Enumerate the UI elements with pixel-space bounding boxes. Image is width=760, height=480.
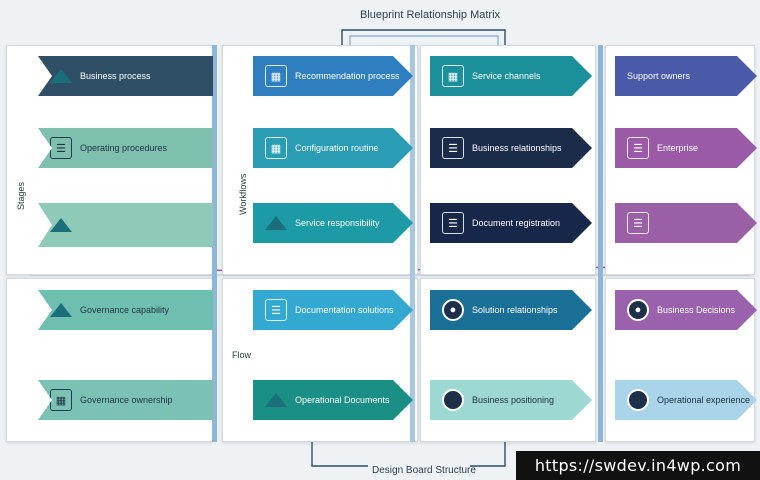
- diamond-icon: [50, 303, 72, 317]
- arrow-c2-r2: ▦ Configuration routine: [253, 128, 413, 168]
- document-icon: ☰: [627, 212, 649, 234]
- document-icon: ☰: [442, 212, 464, 234]
- diamond-icon: [50, 69, 72, 83]
- arrow-c3-r4: ● Solution relationships: [430, 290, 592, 330]
- person-icon: ●: [442, 299, 464, 321]
- arrow-c2-r5: Operational Documents: [253, 380, 413, 420]
- diamond-icon: [265, 393, 287, 407]
- arrow-c4-r1: Support owners: [615, 56, 757, 96]
- arrow-c3-r5: ● Business positioning: [430, 380, 592, 420]
- document-icon: ☰: [442, 137, 464, 159]
- rail-right: [598, 45, 603, 442]
- arrow-label: Service responsibility: [295, 218, 380, 228]
- arrow-label: Solution relationships: [472, 305, 558, 315]
- arrow-label: Governance ownership: [80, 395, 173, 405]
- arrow-c2-r3: Service responsibility: [253, 203, 413, 243]
- column-2-note: Flow: [232, 350, 252, 360]
- rail-left: [212, 45, 217, 442]
- arrow-label: Enterprise: [657, 143, 699, 153]
- arrow-label: Governance capability: [80, 305, 170, 315]
- arrow-label: Service channels: [472, 71, 541, 81]
- arrow-c1-r5: ▦ Governance ownership: [38, 380, 213, 420]
- arrow-c4-r4: ● Business Decisions: [615, 290, 757, 330]
- arrow-c3-r1: ▦ Service channels: [430, 56, 592, 96]
- arrow-c2-r4: ☰ Documentation solutions: [253, 290, 413, 330]
- person-icon: ●: [627, 299, 649, 321]
- arrow-c1-r4: Governance capability: [38, 290, 213, 330]
- arrow-label: Recommendation process: [295, 71, 400, 81]
- arrow-c4-r3: ☰: [615, 203, 757, 243]
- arrow-label: Operating procedures: [80, 143, 168, 153]
- grid-icon: ▦: [50, 389, 72, 411]
- person-icon: ●: [442, 389, 464, 411]
- arrow-c1-r1: Business process: [38, 56, 213, 96]
- arrow-c4-r2: ☰ Enterprise: [615, 128, 757, 168]
- arrow-label: Business Decisions: [657, 305, 736, 315]
- arrow-c3-r3: ☰ Document registration: [430, 203, 592, 243]
- bottom-label: Design Board Structure: [372, 465, 476, 476]
- arrow-label: Business relationships: [472, 143, 562, 153]
- diagram-title: Blueprint Relationship Matrix: [360, 9, 501, 21]
- arrow-label: Document registration: [472, 218, 561, 228]
- arrow-label: Business process: [80, 71, 151, 81]
- grid-icon: ▦: [265, 65, 287, 87]
- arrow-label: Configuration routine: [295, 143, 379, 153]
- arrow-c3-r2: ☰ Business relationships: [430, 128, 592, 168]
- arrow-c2-r1: ▦ Recommendation process: [253, 56, 413, 96]
- arrow-label: Operational Documents: [295, 395, 390, 405]
- document-icon: ☰: [265, 299, 287, 321]
- arrow-c1-r3: [38, 203, 213, 247]
- watermark-url: https://swdev.in4wp.com: [516, 451, 760, 480]
- grid-icon: ▦: [442, 65, 464, 87]
- document-icon: ☰: [50, 137, 72, 159]
- person-icon: ●: [627, 389, 649, 411]
- diamond-icon: [265, 216, 287, 230]
- document-icon: ☰: [627, 137, 649, 159]
- column-1-side-label: Stages: [16, 181, 26, 210]
- arrow-label: Business positioning: [472, 395, 555, 405]
- arrow-label: Support owners: [627, 71, 691, 81]
- grid-icon: ▦: [265, 137, 287, 159]
- arrow-label: Documentation solutions: [295, 305, 394, 315]
- arrow-c4-r5: ● Operational experience: [615, 380, 757, 420]
- rail-middle: [410, 45, 415, 442]
- arrow-label: Operational experience: [657, 395, 751, 405]
- diamond-icon: [50, 218, 72, 232]
- column-2-side-label: Workflows: [238, 173, 248, 215]
- arrow-c1-r2: ☰ Operating procedures: [38, 128, 213, 168]
